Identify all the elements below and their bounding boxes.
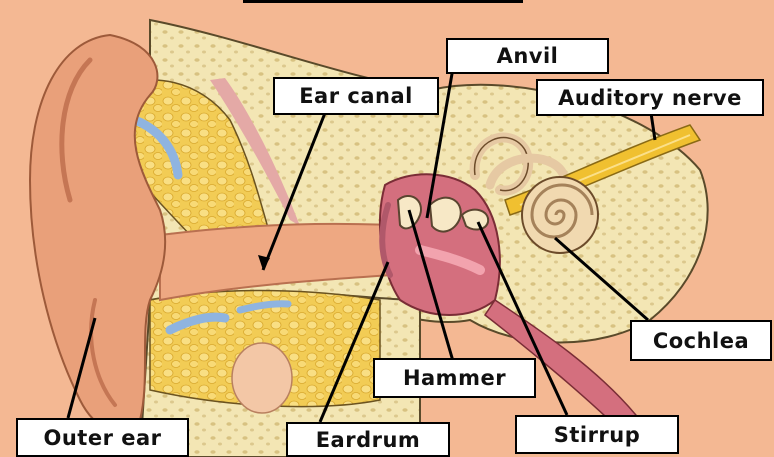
label-ear-canal: Ear canal	[273, 77, 439, 115]
stirrup-bone	[462, 210, 488, 230]
label-eardrum: Eardrum	[286, 422, 450, 457]
label-stirrup: Stirrup	[515, 415, 679, 454]
label-hammer: Hammer	[373, 358, 536, 398]
label-auditory-nerve: Auditory nerve	[536, 79, 764, 116]
label-outer-ear: Outer ear	[16, 418, 189, 457]
anvil-bone	[430, 198, 461, 232]
label-anvil: Anvil	[446, 38, 609, 74]
label-cochlea: Cochlea	[630, 320, 772, 361]
